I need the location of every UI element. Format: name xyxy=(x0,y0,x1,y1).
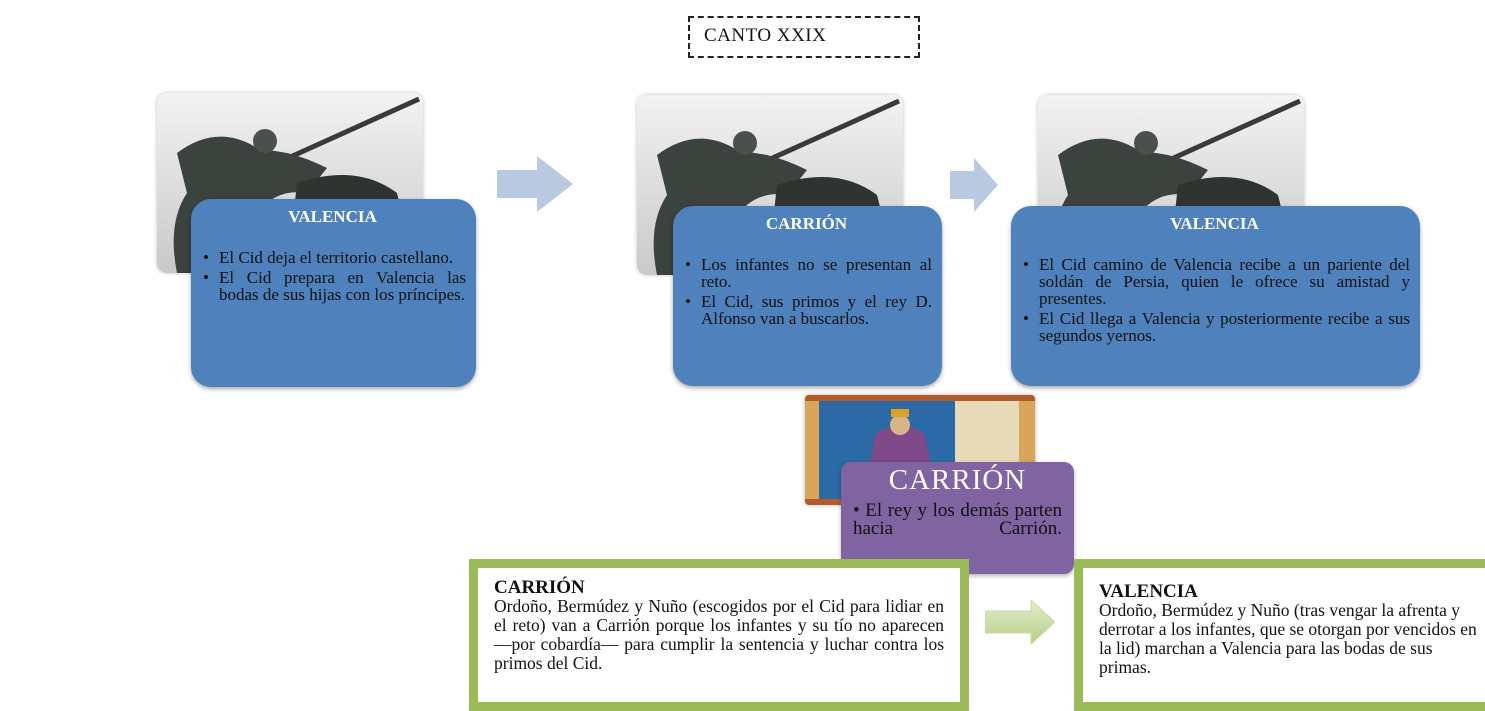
page-title: CANTO XXIX xyxy=(688,16,920,58)
carrion-detail-box: CARRIÓN Ordoño, Bermúdez y Nuño (escogid… xyxy=(469,559,969,711)
step-card-heading: CARRIÓN xyxy=(765,214,848,233)
step-card-heading: VALENCIA xyxy=(1170,214,1259,233)
valencia-detail-box: VALENCIA Ordoño, Bermúdez y Nuño (tras v… xyxy=(1074,559,1485,711)
step-card-heading: VALENCIA xyxy=(288,207,377,226)
right-arrow-icon xyxy=(950,158,998,212)
carrion-card-text: • El rey y los demás parten hacia Carrió… xyxy=(853,500,1062,539)
step-card-bullet: El Cid camino de Valencia recibe a un pa… xyxy=(1019,256,1410,307)
detail-box-text: Ordoño, Bermúdez y Nuño (escogidos por e… xyxy=(494,596,944,673)
carrion-card: CARRIÓN • El rey y los demás parten haci… xyxy=(841,462,1074,574)
detail-box-heading: VALENCIA xyxy=(1099,581,1198,602)
detail-box-heading: CARRIÓN xyxy=(494,577,585,598)
detail-box-text: Ordoño, Bermúdez y Nuño (tras vengar la … xyxy=(1099,600,1477,677)
step-card-bullet: El Cid llega a Valencia y posteriormente… xyxy=(1019,310,1410,344)
step-card-1: VALENCIA El Cid deja el territorio caste… xyxy=(191,199,476,387)
step-card-bullet: Los infantes no se presentan al reto. xyxy=(681,256,932,290)
step-card-bullet: El Cid deja el territorio castellano. xyxy=(199,249,466,266)
step-card-bullet: El Cid, sus primos y el rey D. Alfonso v… xyxy=(681,293,932,327)
step-card-bullet: El Cid prepara en Valencia las bodas de … xyxy=(199,269,466,303)
step-card-3: VALENCIA El Cid camino de Valencia recib… xyxy=(1011,206,1420,386)
carrion-card-heading: CARRIÓN xyxy=(888,464,1027,496)
step-card-2: CARRIÓN Los infantes no se presentan al … xyxy=(673,206,942,386)
right-arrow-icon xyxy=(497,156,573,212)
right-arrow-icon xyxy=(985,600,1055,644)
